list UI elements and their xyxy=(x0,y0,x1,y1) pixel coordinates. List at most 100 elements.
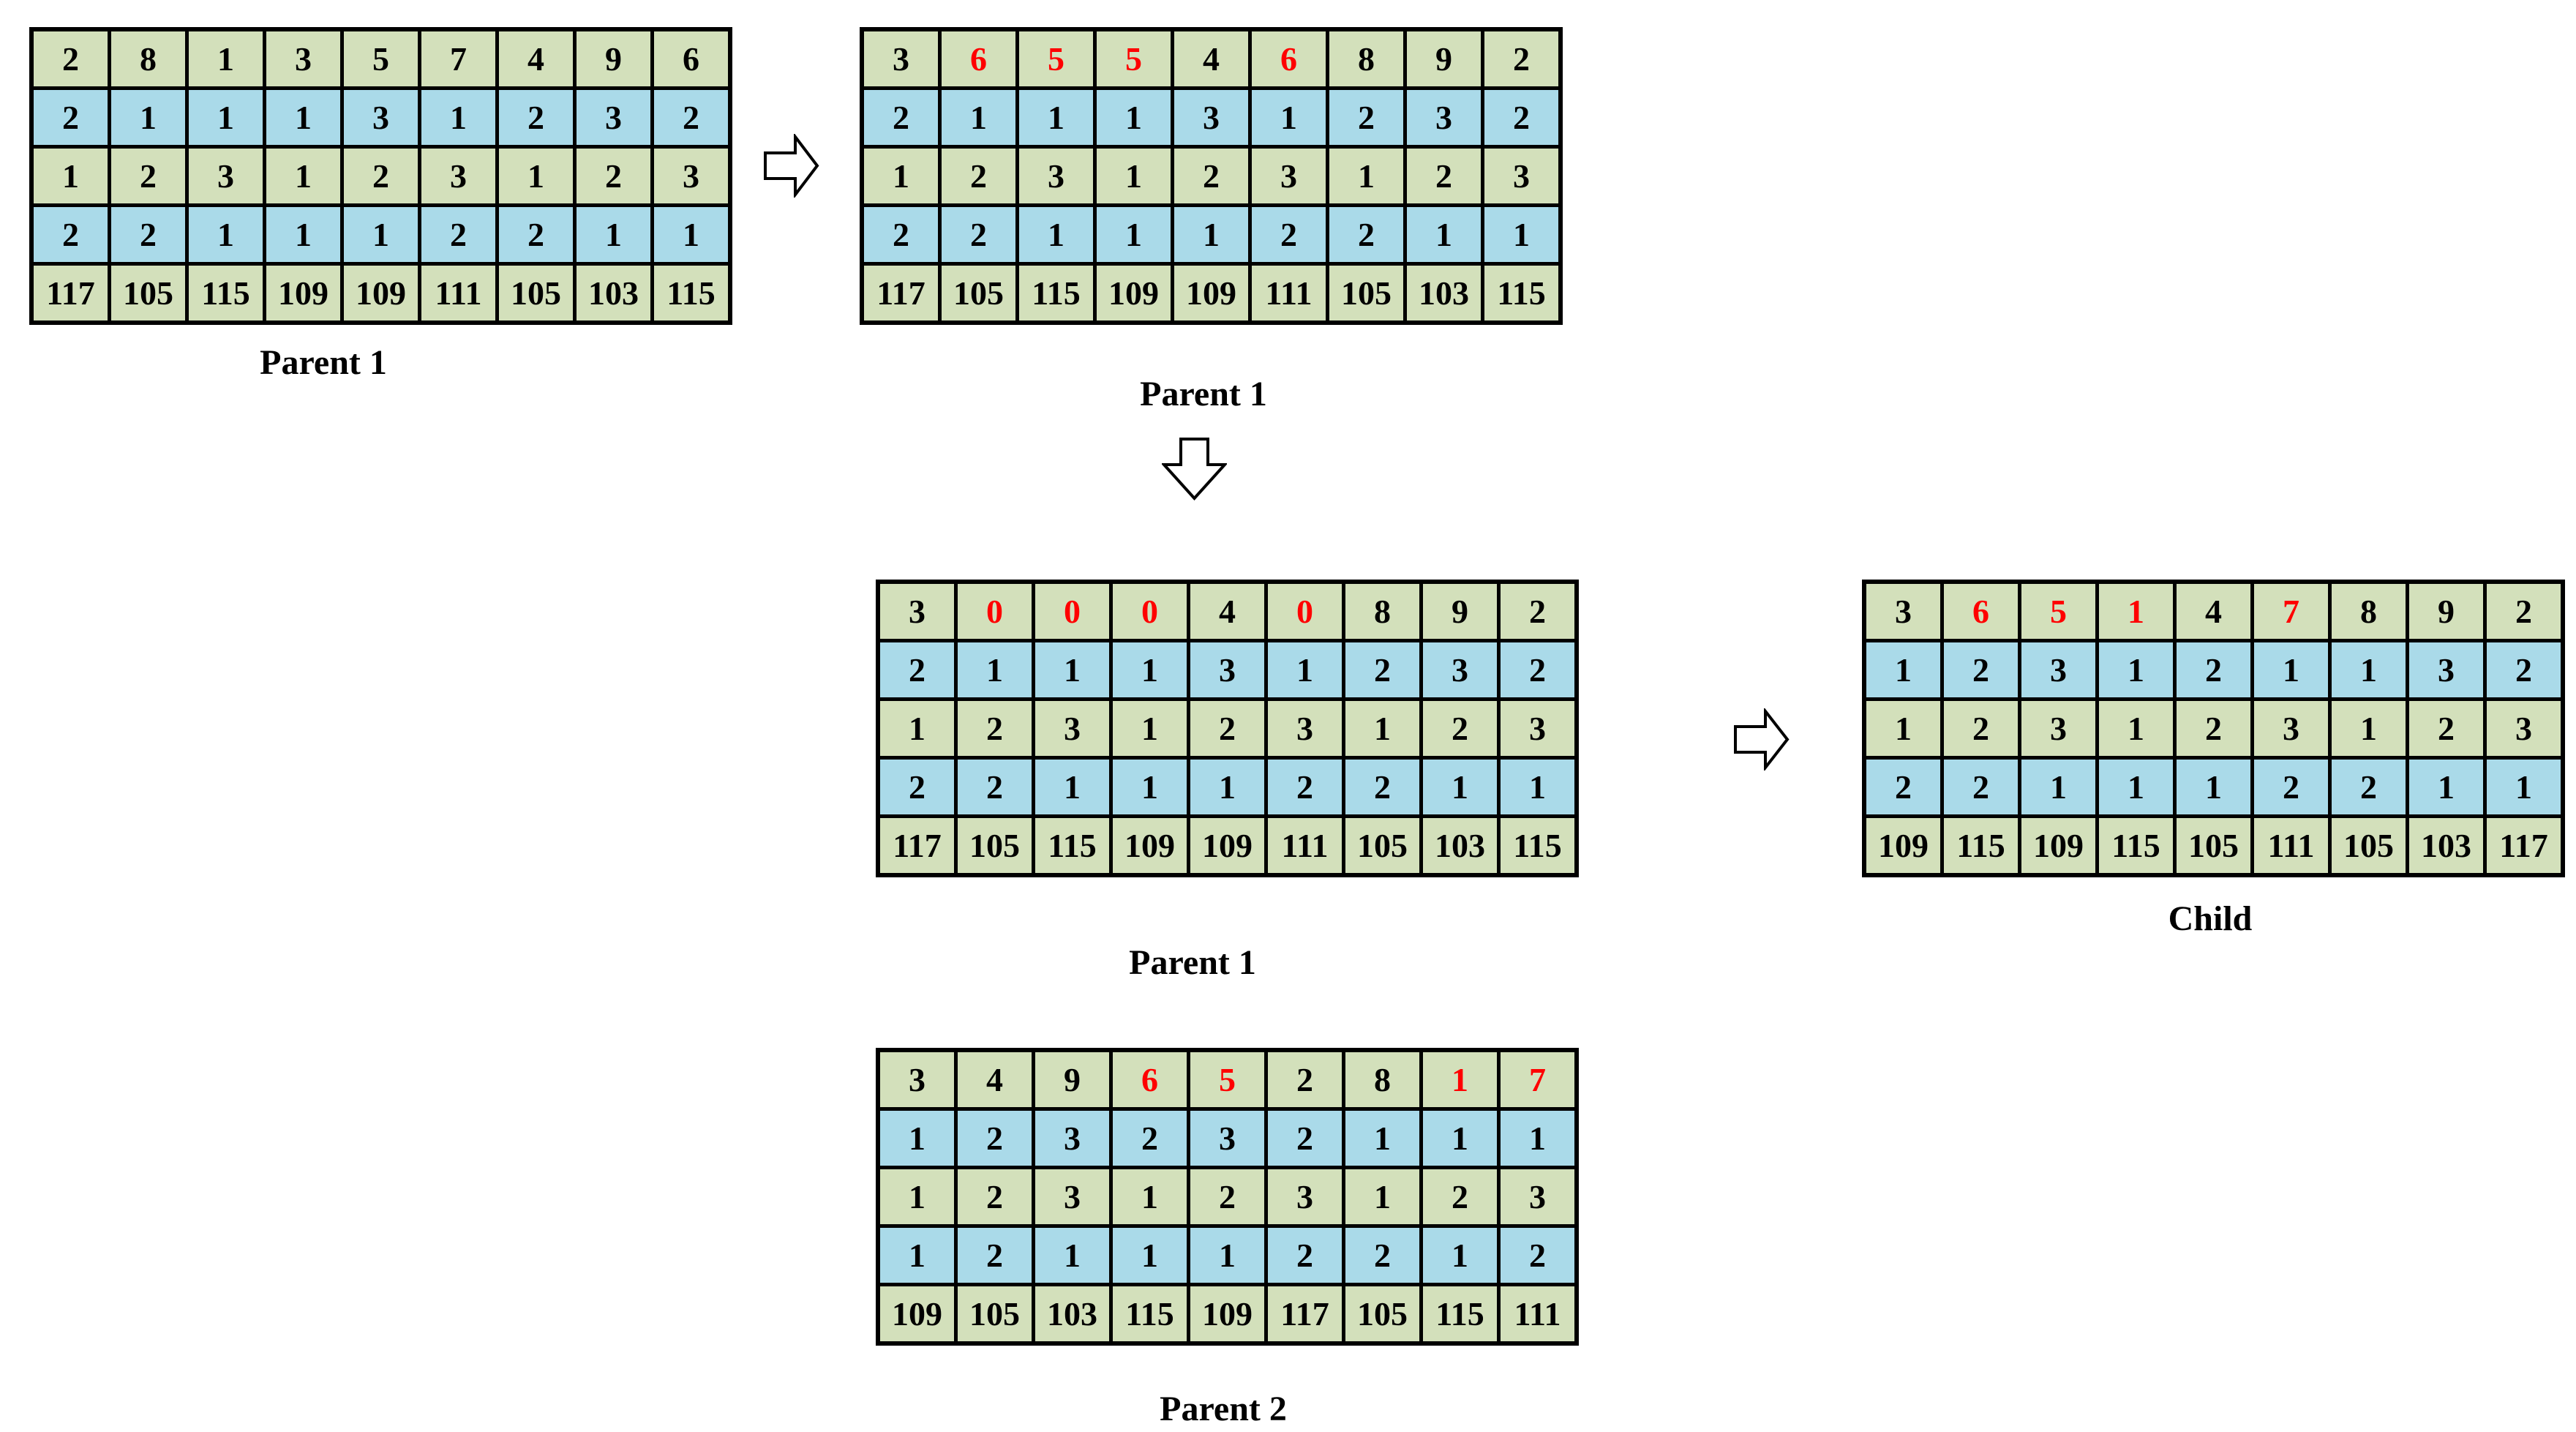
grid-cell: 2 xyxy=(495,203,577,266)
grid-cell: 117 xyxy=(29,262,111,325)
grid-cell: 2 xyxy=(954,1166,1035,1228)
grid-cell: 2 xyxy=(1403,145,1484,207)
grid-cell: 2 xyxy=(1481,86,1563,149)
grid-cell: 2 xyxy=(1187,1166,1268,1228)
grid-cell: 2 xyxy=(108,203,189,266)
grid-cell: 1 xyxy=(185,86,266,149)
grid-cell: 2 xyxy=(1326,203,1407,266)
grid-cell: 1 xyxy=(29,145,111,207)
grid-cell: 1 xyxy=(1109,697,1190,760)
grid-cell: 3 xyxy=(1032,697,1113,760)
grid-cell: 1 xyxy=(2328,697,2409,760)
grid-cell: 1 xyxy=(2018,756,2099,818)
grid-cell: 105 xyxy=(1342,1283,1423,1346)
grid-cell: 8 xyxy=(1342,1048,1423,1111)
grid-cell: 2 xyxy=(2406,697,2487,760)
grid-cell: 8 xyxy=(1342,580,1423,642)
grid-cell: 1 xyxy=(876,1224,958,1286)
grid-cell: 109 xyxy=(340,262,421,325)
grid-cell: 111 xyxy=(1497,1283,1579,1346)
grid-cell-highlighted: 0 xyxy=(1109,580,1190,642)
grid-cell: 1 xyxy=(2095,697,2177,760)
grid-cell-highlighted: 0 xyxy=(1264,580,1345,642)
grid-cell: 105 xyxy=(954,814,1035,877)
grid-cell: 1 xyxy=(1497,1107,1579,1169)
grid-cell: 1 xyxy=(108,86,189,149)
grid-cell: 2 xyxy=(1497,580,1579,642)
grid-cell: 1 xyxy=(1032,639,1113,701)
grid-cell: 115 xyxy=(1481,262,1563,325)
grid-cell: 2 xyxy=(2173,697,2254,760)
grid-cell: 3 xyxy=(263,27,344,90)
grid-cell: 2 xyxy=(954,756,1035,818)
grid-cell: 1 xyxy=(650,203,732,266)
grid-cell: 115 xyxy=(185,262,266,325)
grid-cell: 1 xyxy=(1342,1166,1423,1228)
grid-cell: 8 xyxy=(108,27,189,90)
grid-cell: 115 xyxy=(2095,814,2177,877)
grid-cell: 117 xyxy=(876,814,958,877)
grid-cell: 2 xyxy=(1419,697,1501,760)
grid-cell: 2 xyxy=(29,27,111,90)
label-parent1-mutated: Parent 1 xyxy=(1140,375,1267,413)
grid-cell: 2 xyxy=(1109,1107,1190,1169)
grid-cell: 9 xyxy=(1032,1048,1113,1111)
grid-cell-highlighted: 6 xyxy=(938,27,1019,90)
grid-cell: 9 xyxy=(573,27,654,90)
grid-cell: 1 xyxy=(954,639,1035,701)
grid-cell: 2 xyxy=(29,203,111,266)
grid-cell: 3 xyxy=(2406,639,2487,701)
grid-cell: 105 xyxy=(2173,814,2254,877)
grid-cell: 1 xyxy=(495,145,577,207)
grid-cell: 2 xyxy=(340,145,421,207)
grid-cell: 2 xyxy=(938,203,1019,266)
grid-cell: 1 xyxy=(1109,639,1190,701)
grid-cell: 1 xyxy=(2250,639,2332,701)
grid-cell: 1 xyxy=(1481,203,1563,266)
grid-cell: 2 xyxy=(1342,639,1423,701)
grid-cell: 2 xyxy=(1419,1166,1501,1228)
grid-cell: 103 xyxy=(1032,1283,1113,1346)
grid-cell: 3 xyxy=(1264,697,1345,760)
grid-cell: 2 xyxy=(1264,756,1345,818)
grid-cell: 3 xyxy=(2018,697,2099,760)
grid-cell: 1 xyxy=(1419,756,1501,818)
grid-cell: 1 xyxy=(1419,1107,1501,1169)
grid-cell: 1 xyxy=(1497,756,1579,818)
grid-cell: 115 xyxy=(1032,814,1113,877)
grid-cell: 117 xyxy=(2483,814,2565,877)
grid-cell: 1 xyxy=(876,697,958,760)
grid-cell-highlighted: 5 xyxy=(1187,1048,1268,1111)
grid-cell: 3 xyxy=(1403,86,1484,149)
grid-cell: 2 xyxy=(2483,639,2565,701)
grid-cell: 2 xyxy=(1497,639,1579,701)
grid-cell-highlighted: 6 xyxy=(1248,27,1329,90)
grid-cell: 103 xyxy=(1403,262,1484,325)
grid-cell: 4 xyxy=(1187,580,1268,642)
grid-cell: 111 xyxy=(418,262,499,325)
grid-cell: 105 xyxy=(938,262,1019,325)
grid-cell: 2 xyxy=(1326,86,1407,149)
grid-cell: 1 xyxy=(573,203,654,266)
grid-cell: 2 xyxy=(938,145,1019,207)
grid-cell: 109 xyxy=(1187,814,1268,877)
grid-cell: 103 xyxy=(2406,814,2487,877)
grid-cell: 2 xyxy=(418,203,499,266)
grid-cell: 2 xyxy=(876,639,958,701)
grid-cell: 2 xyxy=(954,697,1035,760)
grid-cell: 2 xyxy=(1342,1224,1423,1286)
grid-cell: 1 xyxy=(1171,203,1252,266)
grid-cell: 117 xyxy=(860,262,942,325)
grid-cell: 109 xyxy=(1109,814,1190,877)
